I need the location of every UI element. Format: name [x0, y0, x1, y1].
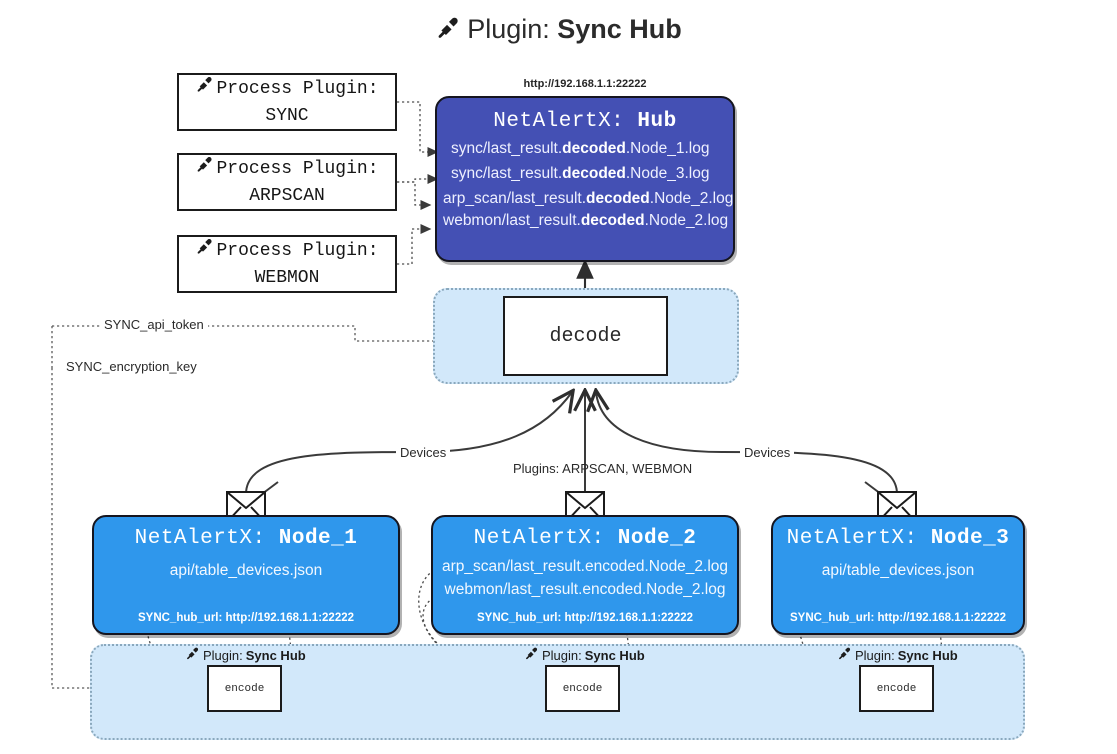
encode-box-node-3[interactable]: encode: [859, 665, 934, 712]
plug-icon: [524, 646, 539, 664]
encoder-plugin-prefix: Plugin:: [855, 647, 895, 663]
edge-label-devices-left: Devices: [396, 445, 451, 460]
hub-log-line: sync/last_result.decoded.Node_1.log: [451, 140, 710, 157]
encoder-plugin-name: Sync Hub: [897, 647, 958, 663]
node-hub-url-label: SYNC_hub_url: http://192.168.1.1:22222: [789, 612, 1007, 624]
decode-box[interactable]: decode: [503, 296, 668, 376]
hub-title: NetAlertX: Hub: [437, 110, 733, 133]
node-title-name: Node_2: [617, 527, 697, 550]
hub-log-line: arp_scan/last_result.decoded.Node_2.log: [443, 190, 734, 207]
encoder-plugin-label: Plugin: Sync Hub: [837, 646, 958, 664]
encoder-plugin-name: Sync Hub: [584, 647, 645, 663]
node-title-name: Node_3: [930, 527, 1010, 550]
process-plugin-box-arpscan[interactable]: Process Plugin: ARPSCAN: [177, 153, 397, 211]
hub-title-name: Hub: [637, 110, 677, 133]
plug-icon: [195, 237, 214, 265]
encoder-plugin-name: Sync Hub: [245, 647, 306, 663]
process-plugin-line2: SYNC: [265, 106, 309, 126]
hub-log-line: sync/last_result.decoded.Node_3.log: [451, 165, 710, 182]
edge-label-devices-right: Devices: [740, 445, 795, 460]
process-plugin-box-sync[interactable]: Process Plugin: SYNC: [177, 73, 397, 131]
process-plugin-line1: Process Plugin:: [216, 158, 379, 179]
node-title-name: Node_1: [278, 527, 358, 550]
plug-icon: [195, 75, 214, 103]
title-name: Sync Hub: [557, 14, 682, 44]
encode-box-node-2[interactable]: encode: [545, 665, 620, 712]
plug-icon: [837, 646, 852, 664]
node-title: NetAlertX: Node_3: [773, 527, 1023, 550]
encoder-plugin-prefix: Plugin:: [542, 647, 582, 663]
secret-label-encryption-key: SYNC_encryption_key: [62, 359, 201, 374]
node-log-line: webmon/last_result.encoded.Node_2.log: [444, 581, 726, 598]
hub-title-prefix: NetAlertX:: [493, 110, 625, 133]
hub-url-label: http://192.168.1.1:22222: [523, 78, 647, 90]
node-hub-url-label: SYNC_hub_url: http://192.168.1.1:22222: [476, 612, 694, 624]
node-title: NetAlertX: Node_1: [94, 527, 398, 550]
process-plugin-line2: ARPSCAN: [249, 186, 325, 206]
process-plugin-line1: Process Plugin:: [216, 240, 379, 261]
encode-box-node-1[interactable]: encode: [207, 665, 282, 712]
title-prefix: Plugin:: [467, 14, 550, 44]
node-log-line: api/table_devices.json: [821, 562, 975, 579]
node-title-prefix: NetAlertX:: [134, 527, 266, 550]
node-log-line: api/table_devices.json: [169, 562, 323, 579]
hub-node[interactable]: NetAlertX: Hub sync/last_result.decoded.…: [435, 96, 735, 262]
hub-log-line: webmon/last_result.decoded.Node_2.log: [443, 212, 729, 229]
plug-icon: [195, 155, 214, 183]
node-log-line: arp_scan/last_result.encoded.Node_2.log: [441, 558, 729, 575]
node-box-node-1[interactable]: NetAlertX: Node_1 api/table_devices.json…: [92, 515, 400, 635]
node-hub-url-label: SYNC_hub_url: http://192.168.1.1:22222: [137, 612, 355, 624]
process-plugin-line1: Process Plugin:: [216, 78, 379, 99]
node-title: NetAlertX: Node_2: [433, 527, 737, 550]
node-title-prefix: NetAlertX:: [473, 527, 605, 550]
secret-label-api-token: SYNC_api_token: [100, 317, 208, 332]
encoder-plugin-label: Plugin: Sync Hub: [524, 646, 645, 664]
process-plugin-line2: WEBMON: [254, 268, 320, 288]
node-box-node-2[interactable]: NetAlertX: Node_2 arp_scan/last_result.e…: [431, 515, 739, 635]
plug-icon: [435, 15, 461, 48]
node-box-node-3[interactable]: NetAlertX: Node_3 api/table_devices.json…: [771, 515, 1025, 635]
encoder-plugin-prefix: Plugin:: [203, 647, 243, 663]
page-title: Plugin: Sync Hub: [0, 14, 1117, 48]
process-plugin-box-webmon[interactable]: Process Plugin: WEBMON: [177, 235, 397, 293]
edge-label-plugins: Plugins: ARPSCAN, WEBMON: [513, 461, 693, 476]
encoder-plugin-label: Plugin: Sync Hub: [185, 646, 306, 664]
plug-icon: [185, 646, 200, 664]
node-title-prefix: NetAlertX:: [786, 527, 918, 550]
